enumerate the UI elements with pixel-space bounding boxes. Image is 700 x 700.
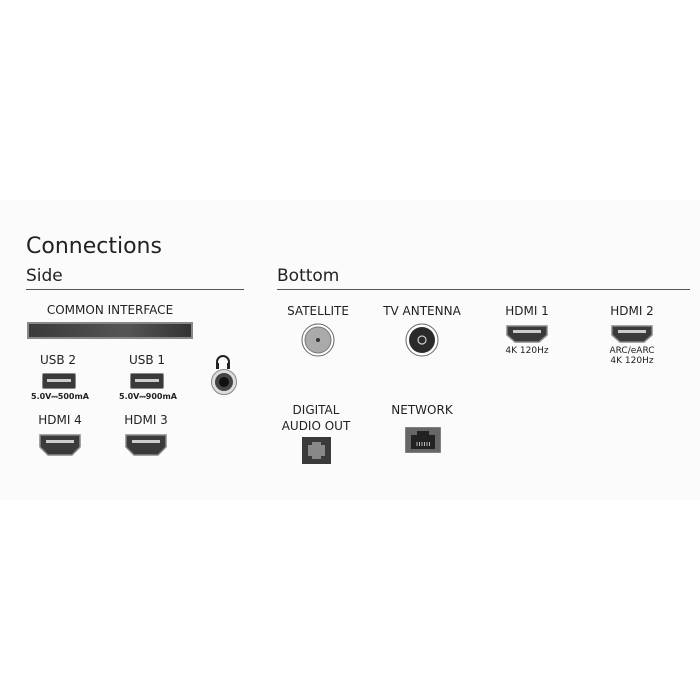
hdmi1-spec: 4K 120Hz xyxy=(505,346,549,356)
hdmi-port-icon xyxy=(39,434,81,456)
hdmi-port-icon xyxy=(506,325,548,343)
headphones-icon xyxy=(216,355,230,369)
side-heading: Side xyxy=(26,266,63,286)
usb-port-icon xyxy=(42,373,76,389)
usb2-label: USB 2 xyxy=(39,353,77,367)
common-interface-slot-icon xyxy=(27,322,193,339)
page-title: Connections xyxy=(26,234,162,259)
hdmi1-label: HDMI 1 xyxy=(505,304,549,318)
network-label: NETWORK xyxy=(391,403,453,417)
bottom-divider xyxy=(277,289,690,290)
hdmi4-label: HDMI 4 xyxy=(38,413,82,427)
usb-port-icon xyxy=(130,373,164,389)
digital-audio-label-line2: AUDIO OUT xyxy=(281,419,351,433)
optical-port-icon xyxy=(302,437,331,464)
hdmi-port-icon xyxy=(611,325,653,343)
tv-antenna-label: TV ANTENNA xyxy=(383,304,461,318)
bottom-heading: Bottom xyxy=(277,266,340,286)
common-interface-label: COMMON INTERFACE xyxy=(46,303,174,317)
headphone-jack-icon xyxy=(211,369,237,395)
antenna-connector-icon xyxy=(405,323,439,357)
side-divider xyxy=(26,289,244,290)
usb1-label: USB 1 xyxy=(128,353,166,367)
usb2-spec: 5.0V⎓500mA xyxy=(31,392,89,401)
digital-audio-label-line1: DIGITAL xyxy=(292,403,340,417)
hdmi3-label: HDMI 3 xyxy=(124,413,168,427)
ethernet-port-icon xyxy=(405,427,441,453)
satellite-label: SATELLITE xyxy=(287,304,349,318)
hdmi2-spec-resolution: 4K 120Hz xyxy=(610,356,654,366)
satellite-connector-icon xyxy=(301,323,335,357)
hdmi2-spec-arc: ARC/eARC xyxy=(609,346,655,356)
hdmi-port-icon xyxy=(125,434,167,456)
usb1-spec: 5.0V⎓900mA xyxy=(119,392,177,401)
hdmi2-label: HDMI 2 xyxy=(610,304,654,318)
background-band xyxy=(0,200,700,500)
